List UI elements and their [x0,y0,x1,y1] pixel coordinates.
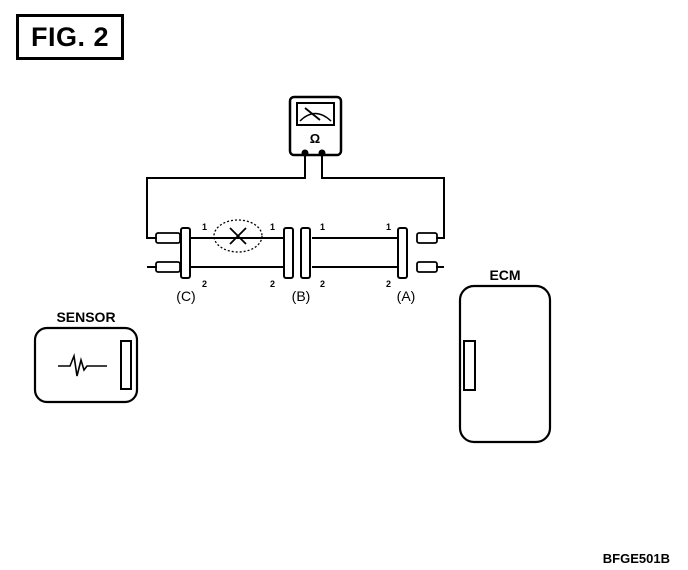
drawing-code: BFGE501B [603,551,670,566]
connector-b-right [300,227,311,279]
connector-b-right-pin1-label: 1 [320,222,325,232]
connector-c-pin1-label: 1 [202,222,207,232]
ohmmeter-needle [304,107,321,121]
connector-b-right-pin2-label: 2 [320,279,325,289]
connector-c-label: (C) [176,288,195,304]
ecm-label: ECM [489,267,520,283]
connector-a-pin2-label: 2 [386,279,391,289]
connector-b-left [283,227,294,279]
terminal-a-1 [416,232,438,244]
connector-a-pin1-label: 1 [386,222,391,232]
sensor-unit [33,326,139,404]
probe-lead-left [146,154,306,239]
ecm-body [458,284,552,444]
terminal-c-1 [155,232,181,244]
connector-a [397,227,408,279]
ecm-unit [458,284,552,444]
sensor-body [33,326,139,404]
connector-a-label: (A) [397,288,416,304]
fault-x-mark-b [229,227,247,245]
sensor-connector-port [120,340,132,390]
harness-wires [147,237,444,268]
connector-b-left-pin2-label: 2 [270,279,275,289]
ecm-connector-port [463,340,476,391]
ohmmeter [288,95,343,157]
connector-b-label: (B) [292,288,311,304]
connector-c [180,227,191,279]
probe-lead-right [321,154,445,239]
connector-c-pin2-label: 2 [202,279,207,289]
sensor-signal-icon [58,352,107,377]
connector-b-left-pin1-label: 1 [270,222,275,232]
terminal-c-2 [155,261,181,273]
ohmmeter-scale-arc [299,112,332,122]
sensor-label: SENSOR [56,309,115,325]
figure-title: FIG. 2 [30,21,109,52]
ohmmeter-display [296,102,335,126]
ohmmeter-body [288,95,343,157]
open-circuit-marker [213,219,263,253]
ohmmeter-symbol: Ω [310,131,320,146]
terminal-a-2 [416,261,438,273]
probe-leads [146,154,445,239]
figure-title-box: FIG. 2 [16,14,124,60]
fault-highlight-circle [213,219,263,253]
